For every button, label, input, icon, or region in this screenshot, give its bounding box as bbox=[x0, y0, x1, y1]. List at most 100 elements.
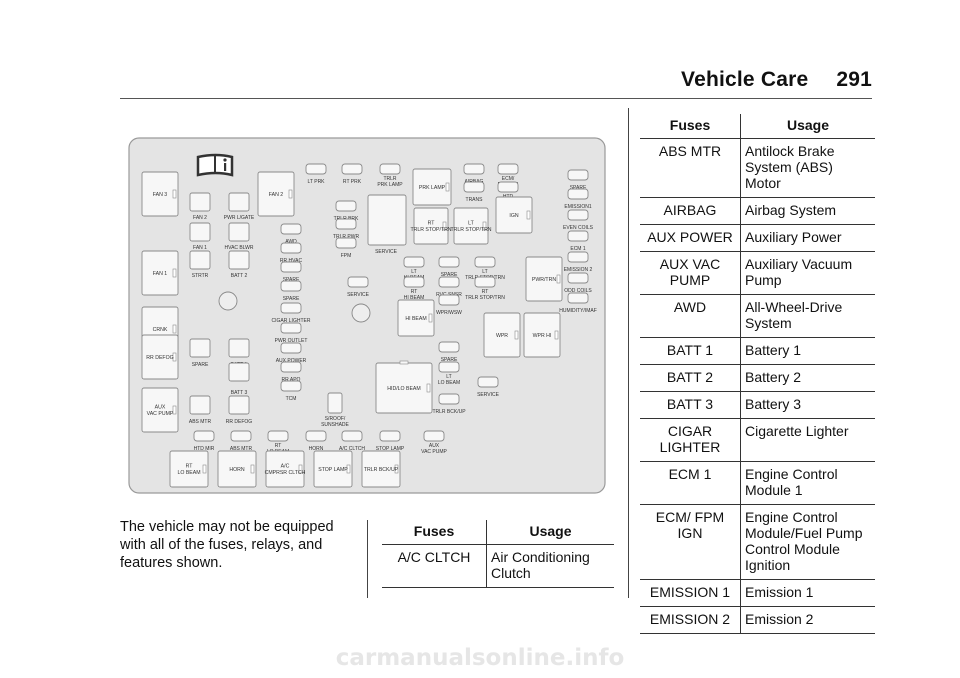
fuse-label: HUMIDITY/IMAF bbox=[559, 308, 597, 314]
fuse-label: SPARE bbox=[283, 296, 300, 302]
fuse-slot bbox=[403, 256, 425, 268]
fuse-label: CRNK bbox=[153, 327, 168, 333]
fuse-slot bbox=[280, 223, 302, 235]
fuse-label: WPR bbox=[496, 333, 508, 339]
fuse-slot bbox=[567, 169, 589, 181]
relay-notch bbox=[346, 464, 351, 474]
fuse-slot bbox=[228, 250, 250, 270]
fuse-slot bbox=[335, 237, 357, 249]
relay-notch bbox=[426, 383, 431, 393]
fuse-tab bbox=[399, 360, 409, 365]
fuse-slot bbox=[217, 450, 257, 488]
fuse-slot bbox=[567, 272, 589, 284]
fuse-slot bbox=[267, 430, 289, 442]
relay-notch bbox=[172, 405, 177, 415]
info-manual-icon bbox=[196, 153, 234, 177]
fuse-label: SERVICE bbox=[477, 392, 500, 398]
mounting-post bbox=[351, 303, 371, 323]
fuse-slot bbox=[567, 209, 589, 221]
fuse-slot bbox=[567, 188, 589, 200]
fuse-label: IGN bbox=[509, 213, 518, 219]
fuse-slot bbox=[169, 450, 209, 488]
fuse-slot bbox=[305, 430, 327, 442]
fuse-slot bbox=[438, 294, 460, 306]
mounting-post bbox=[218, 291, 238, 311]
relay-notch bbox=[172, 268, 177, 278]
relay-notch bbox=[445, 182, 450, 192]
page-number: 291 bbox=[836, 68, 872, 91]
relay-notch bbox=[172, 189, 177, 199]
fuse-label: BATT 3 bbox=[231, 390, 248, 396]
column-header-fuses: Fuses bbox=[640, 114, 741, 139]
fuse-slot bbox=[335, 200, 357, 212]
fuse-slot bbox=[379, 430, 401, 442]
fuse-slot bbox=[228, 338, 250, 358]
fuse-cell: AUX VAC PUMP bbox=[640, 251, 741, 295]
fuse-cell: ECM 1 bbox=[640, 461, 741, 505]
fuse-label: PWR OUTLET bbox=[275, 338, 308, 344]
fuse-label: PWR L/GATE bbox=[224, 215, 255, 221]
fuse-slot bbox=[280, 242, 302, 254]
table-header-row: Fuses Usage bbox=[640, 114, 875, 139]
fuse-slot bbox=[280, 380, 302, 392]
fuse-label: HORN bbox=[229, 467, 245, 473]
fuse-label: HVAC BLWR bbox=[225, 245, 254, 251]
fuse-label: STOP LAMP bbox=[318, 467, 348, 473]
fuse-slot bbox=[483, 312, 521, 358]
fuse-label: WPR/WSW bbox=[436, 310, 462, 316]
fuse-slot bbox=[280, 361, 302, 373]
fuse-label: FPM bbox=[341, 253, 352, 259]
fuse-label: RT PRK bbox=[343, 179, 362, 185]
relay-notch bbox=[442, 221, 447, 231]
fuse-slot bbox=[189, 222, 211, 242]
fuse-slot bbox=[567, 230, 589, 242]
fuse-cell: EMISSION 1 bbox=[640, 579, 741, 607]
fuse-slot bbox=[335, 218, 357, 230]
fuse-slot bbox=[438, 393, 460, 405]
fuse-slot bbox=[189, 395, 211, 415]
relay-notch bbox=[394, 464, 399, 474]
fuse-slot bbox=[438, 341, 460, 353]
svg-text:carmanualsonline.info: carmanualsonline.info bbox=[336, 645, 625, 671]
fuse-slot bbox=[497, 181, 519, 193]
fuse-slot bbox=[228, 192, 250, 212]
fuse-cell: AIRBAG bbox=[640, 197, 741, 225]
usage-cell: Emission 1 bbox=[740, 579, 875, 607]
table-header-row: Fuses Usage bbox=[382, 520, 614, 545]
fuse-slot bbox=[141, 334, 179, 380]
fuse-cell: EMISSION 2 bbox=[640, 606, 741, 634]
fuse-slot bbox=[341, 430, 363, 442]
fuse-slot bbox=[463, 163, 485, 175]
relay-notch bbox=[514, 330, 519, 340]
fuse-label: FAN 1 bbox=[193, 245, 207, 251]
column-header-usage: Usage bbox=[740, 114, 875, 139]
fuse-cell: ABS MTR bbox=[640, 138, 741, 198]
relay-notch bbox=[202, 464, 207, 474]
fuse-label: EMISSION 2 bbox=[564, 267, 593, 273]
fuse-label: RR DEFOG bbox=[226, 419, 253, 425]
fuse-slot bbox=[230, 430, 252, 442]
fuse-slot bbox=[280, 302, 302, 314]
fuse-label: ABS MTR bbox=[189, 419, 212, 425]
fuse-slot bbox=[228, 362, 250, 382]
fuse-slot bbox=[438, 256, 460, 268]
table-row: A/C CLTCH Air Conditioning Clutch bbox=[382, 544, 614, 588]
fuse-label: SERVICE bbox=[375, 249, 398, 255]
fuse-slot bbox=[327, 392, 343, 414]
fuse-slot bbox=[413, 207, 449, 245]
fuse-slot bbox=[453, 207, 489, 245]
fuse-label: HI BEAM bbox=[405, 316, 426, 322]
